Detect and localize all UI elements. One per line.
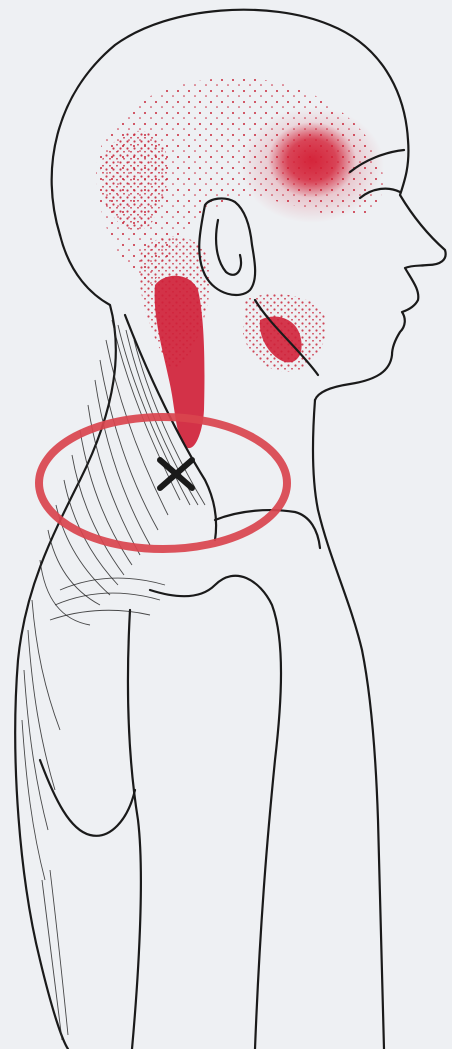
ear-inner-line	[216, 220, 241, 275]
temple-pain-halo	[240, 107, 384, 223]
ear-outline	[199, 198, 255, 295]
back-of-neck-outline	[15, 235, 116, 1049]
arm-back-outline	[128, 610, 141, 1049]
referred-pain-zones	[96, 78, 384, 448]
shoulder-outline	[150, 576, 281, 1049]
scapula-line	[40, 760, 135, 836]
front-of-neck-outline	[313, 400, 384, 1049]
